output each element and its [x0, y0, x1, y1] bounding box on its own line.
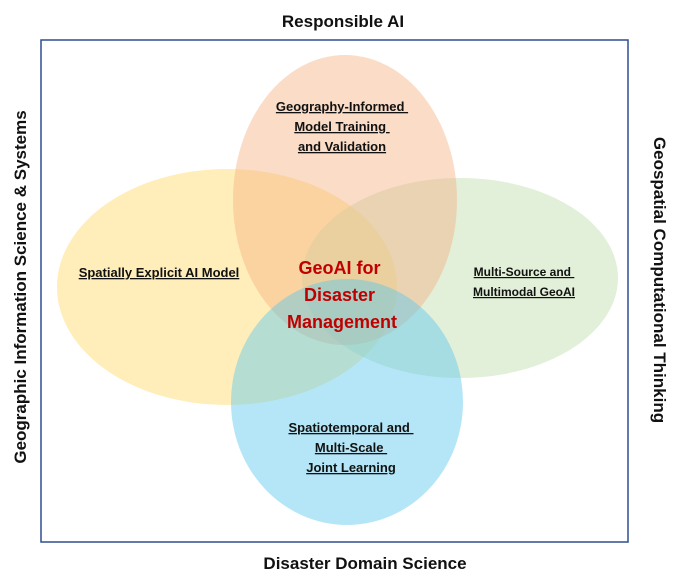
topic-top-line: Geography-Informed: [276, 99, 405, 114]
topic-bottom: Spatiotemporal and Multi-Scale Joint Lea…: [289, 420, 414, 475]
ellipse-top: [233, 55, 457, 345]
topic-left: Spatially Explicit AI Model: [79, 265, 240, 280]
ellipse-right: [302, 178, 618, 378]
topic-top: Geography-Informed Model Training and Va…: [276, 99, 408, 154]
axis-label-right: Geospatial Computational Thinking: [650, 137, 669, 423]
axis-label-top: Responsible AI: [282, 12, 404, 31]
axis-label-bottom: Disaster Domain Science: [263, 554, 466, 573]
topic-bottom-line: Multi-Scale: [315, 440, 384, 455]
center-title-line: Disaster: [304, 285, 375, 305]
topic-bottom-line: Spatiotemporal and: [289, 420, 410, 435]
center-title-line: Management: [287, 312, 397, 332]
topic-bottom-line: Joint Learning: [306, 460, 396, 475]
topic-right: Multi-Source and Multimodal GeoAI: [473, 265, 575, 299]
center-title: GeoAI for Disaster Management: [287, 258, 397, 332]
ellipse-left: [57, 169, 397, 405]
ellipse-bottom: [231, 279, 463, 525]
center-title-line: GeoAI for: [298, 258, 380, 278]
axis-label-left: Geographic Information Science & Systems: [11, 110, 30, 463]
topic-top-line: Model Training: [294, 119, 386, 134]
topic-left-line: Spatially Explicit AI Model: [79, 265, 240, 280]
diagram-frame: [40, 39, 629, 543]
topic-right-line: Multimodal GeoAI: [473, 285, 575, 299]
topic-top-line: and Validation: [298, 139, 386, 154]
topic-right-line: Multi-Source and: [474, 265, 571, 279]
